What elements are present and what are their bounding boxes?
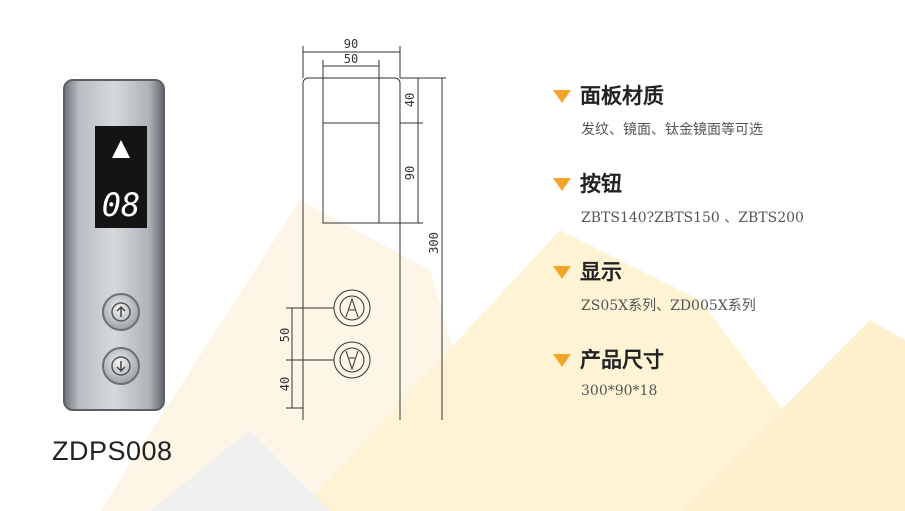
display-floor-number: 08 bbox=[102, 186, 141, 224]
bg-shape-grey bbox=[150, 430, 330, 511]
spec-value: ZS05X系列、ZD005X系列 bbox=[581, 298, 756, 314]
spec-display: 显示 ZS05X系列、ZD005X系列 bbox=[553, 256, 756, 315]
dim-label-outer-width: 90 bbox=[344, 37, 358, 51]
triangle-bullet-icon bbox=[553, 353, 571, 367]
drawing-up-button bbox=[333, 289, 371, 327]
spec-title: 显示 bbox=[580, 260, 622, 284]
spec-value: 发纹、镜面、钛金镜面等可选 bbox=[581, 122, 763, 138]
dim-label-button-spacing: 50 bbox=[278, 328, 292, 342]
spec-material: 面板材质 发纹、镜面、钛金镜面等可选 bbox=[553, 80, 763, 139]
dim-label-inner-width: 50 bbox=[344, 52, 358, 66]
spec-value: 300*90*18 bbox=[581, 383, 658, 399]
dim-label-top-offset: 40 bbox=[403, 93, 417, 107]
spec-size: 产品尺寸 300*90*18 bbox=[553, 344, 664, 399]
display-up-arrow-icon bbox=[112, 140, 130, 158]
spec-buttons: 按钮 ZBTS140?ZBTS150 、ZBTS200 bbox=[553, 168, 804, 227]
technical-drawing: 90 50 40 90 300 50 40 bbox=[278, 37, 446, 420]
arrow-down-icon bbox=[116, 361, 126, 373]
dim-label-total-height: 300 bbox=[427, 232, 441, 254]
spec-value: ZBTS140?ZBTS150 、ZBTS200 bbox=[581, 210, 804, 226]
spec-title: 面板材质 bbox=[580, 84, 664, 108]
product-model: ZDPS008 bbox=[52, 436, 173, 466]
arrow-up-icon bbox=[116, 305, 126, 317]
panel-photo: 08 bbox=[63, 79, 165, 411]
drawing-down-button bbox=[333, 341, 371, 379]
spec-title: 按钮 bbox=[580, 172, 622, 196]
spec-title: 产品尺寸 bbox=[580, 348, 664, 372]
triangle-bullet-icon bbox=[553, 177, 571, 191]
drawing-up-icon bbox=[345, 297, 359, 318]
triangle-bullet-icon bbox=[553, 89, 571, 103]
drawing-down-button-inner bbox=[339, 347, 365, 373]
drawing-panel-outline bbox=[302, 77, 401, 420]
drawing-display-window bbox=[322, 122, 380, 224]
panel-down-button-ring bbox=[111, 356, 131, 376]
dim-label-bottom-offset: 40 bbox=[278, 377, 292, 391]
dim-label-display-height: 90 bbox=[403, 166, 417, 180]
triangle-bullet-icon bbox=[553, 265, 571, 279]
bg-shape-right bbox=[680, 320, 905, 511]
bg-shape-center bbox=[300, 230, 860, 511]
drawing-up-button-inner bbox=[339, 295, 365, 321]
panel-up-button-ring bbox=[111, 302, 131, 322]
drawing-down-icon bbox=[345, 350, 359, 371]
